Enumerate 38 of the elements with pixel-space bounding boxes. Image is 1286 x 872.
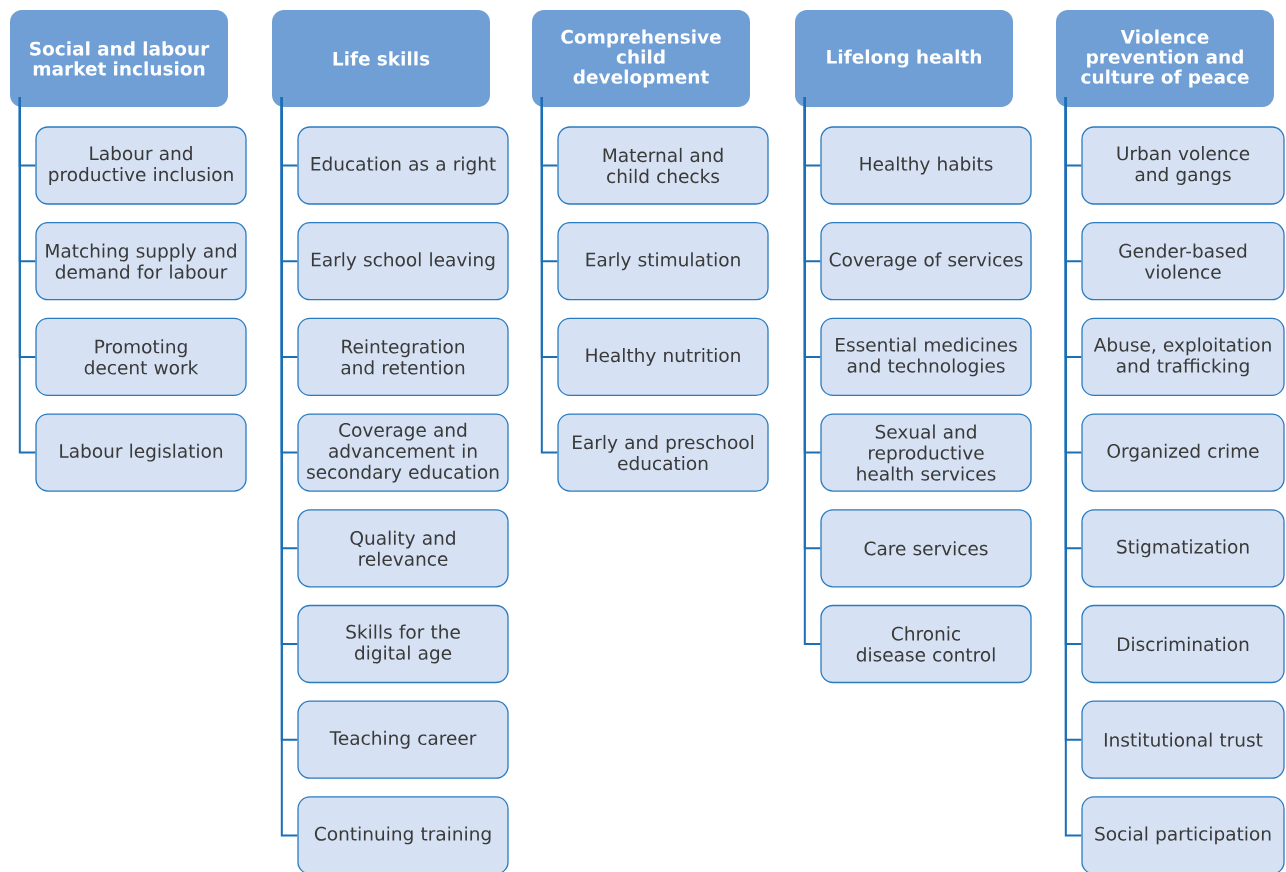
topic-box: Essential medicines and technologies <box>820 317 1032 397</box>
topic-box: Quality and relevance <box>297 509 509 588</box>
category-header: Life skills <box>272 10 490 107</box>
topic-box: Healthy nutrition <box>557 317 769 397</box>
topic-box: Promoting decent work <box>35 317 247 397</box>
topic-box: Early and preschool education <box>557 413 769 492</box>
topic-box: Discrimination <box>1081 604 1285 684</box>
topic-box: Matching supply and demand for labour <box>35 222 247 301</box>
topic-box: Teaching career <box>297 700 509 779</box>
topic-box: Continuing training <box>297 796 509 872</box>
category-header: Comprehensive child development <box>532 10 750 107</box>
topic-box: Labour legislation <box>35 413 247 492</box>
topic-box: Care services <box>820 509 1032 588</box>
topic-box: Skills for the digital age <box>297 604 509 684</box>
topic-box: Early school leaving <box>297 222 509 301</box>
connector-line <box>540 96 559 454</box>
topic-box: Reintegration and retention <box>297 317 509 397</box>
connector-line <box>803 96 822 645</box>
category-header: Lifelong health <box>795 10 1013 107</box>
topic-box: Abuse, exploitation and trafficking <box>1081 317 1285 397</box>
topic-box: Education as a right <box>297 126 509 205</box>
topic-box: Urban volence and gangs <box>1081 126 1285 205</box>
topic-box: Healthy habits <box>820 126 1032 205</box>
topic-box: Gender-based violence <box>1081 222 1285 301</box>
topic-box: Stigmatization <box>1081 509 1285 588</box>
topic-box: Labour and productive inclusion <box>35 126 247 205</box>
topic-box: Institutional trust <box>1081 700 1285 779</box>
topic-box: Sexual and reproductive health services <box>820 413 1032 492</box>
connector-line <box>18 96 37 454</box>
topic-box: Organized crime <box>1081 413 1285 492</box>
category-header: Violence prevention and culture of peace <box>1056 10 1274 107</box>
topic-box: Maternal and child checks <box>557 126 769 205</box>
topic-box: Social participation <box>1081 796 1285 872</box>
topic-box: Chronic disease control <box>820 604 1032 684</box>
topic-box: Early stimulation <box>557 222 769 301</box>
category-header: Social and labour market inclusion <box>10 10 228 107</box>
topic-box: Coverage of services <box>820 222 1032 301</box>
topic-box: Coverage and advancement in secondary education <box>297 413 509 492</box>
